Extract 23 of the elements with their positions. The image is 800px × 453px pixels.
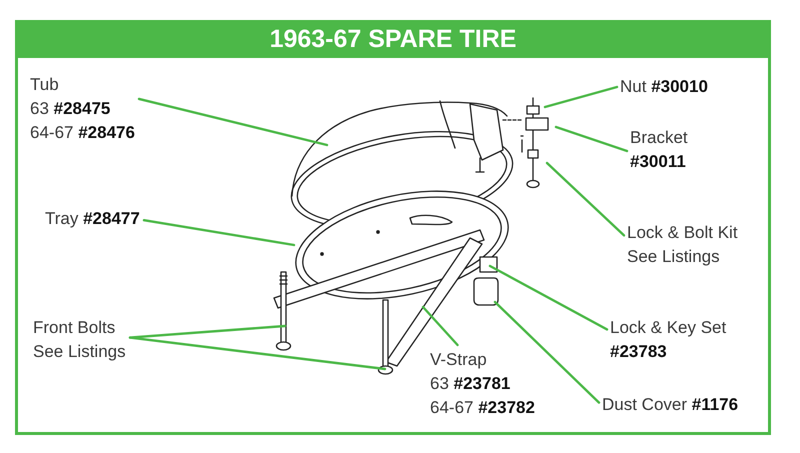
callout-text: Dust Cover #1176: [602, 394, 740, 416]
leader-line: [554, 126, 628, 152]
leader-line: [494, 300, 600, 404]
leader-line: [142, 219, 296, 246]
callout-text: 64-67 #23782: [430, 397, 536, 419]
leader-line: [488, 264, 608, 331]
callout-text: 63 #28475: [30, 98, 112, 120]
leader-line: [544, 86, 618, 108]
callout-text: Lock & Key Set #23783: [610, 317, 728, 363]
leader-line: [546, 162, 626, 237]
callout-text: Tub: [30, 74, 60, 96]
leader-line: [138, 98, 328, 146]
callout-text: V-Strap: [430, 349, 488, 371]
title: 1963-67 SPARE TIRE: [270, 24, 516, 54]
leader-line: [128, 336, 386, 370]
callout-text: 64-67 #28476: [30, 122, 136, 144]
leader-line: [422, 306, 459, 346]
callout-text: Nut #30010: [620, 76, 709, 98]
callout-text: Tray #28477: [45, 208, 141, 230]
callout-text: Lock & Bolt Kit See Listings: [627, 222, 739, 268]
callout-text: Front Bolts See Listings: [33, 317, 127, 363]
callout-text: 63 #23781: [430, 373, 512, 395]
callout-text: Bracket #30011: [630, 127, 689, 173]
